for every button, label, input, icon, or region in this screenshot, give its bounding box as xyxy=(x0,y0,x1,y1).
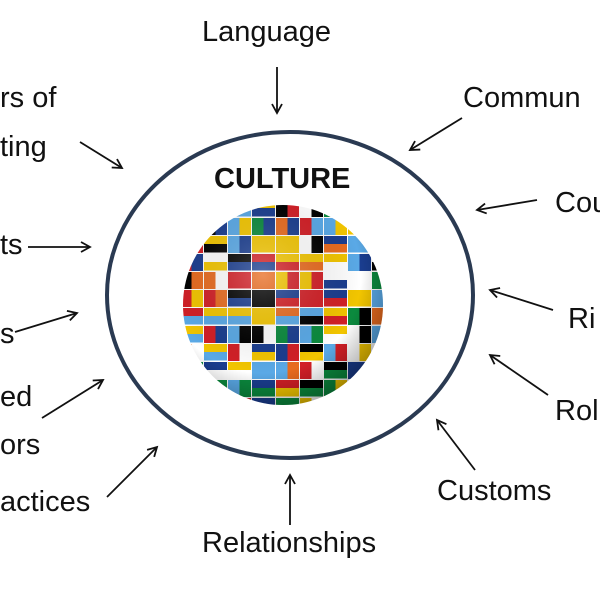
flag-patch xyxy=(348,205,371,209)
label-practices: actices xyxy=(0,486,91,518)
flag-patch xyxy=(372,352,383,361)
flag-patch xyxy=(183,380,192,397)
flag-patch xyxy=(204,205,227,209)
flag-patch xyxy=(372,362,383,371)
arrow-practices xyxy=(106,445,159,498)
label-learned-line1: ed xyxy=(0,381,33,413)
flag-patch xyxy=(183,205,192,217)
flag-patch xyxy=(372,218,383,235)
label-manners-line2: ting xyxy=(0,131,47,163)
arrow-values xyxy=(14,309,79,333)
label-values: s xyxy=(0,318,15,350)
label-courtesy: Cou xyxy=(555,187,600,219)
flag-patch xyxy=(183,254,192,271)
flag-patch xyxy=(252,406,275,415)
flag-patch xyxy=(384,290,396,307)
flag-patch xyxy=(372,344,383,353)
arrow-courtesy xyxy=(475,199,538,215)
label-roles: Rol xyxy=(555,395,599,427)
culture-ring xyxy=(105,130,475,460)
flag-patch xyxy=(191,398,203,405)
flag-patch xyxy=(324,406,347,415)
arrow-customs xyxy=(435,418,476,471)
flag-patch xyxy=(191,362,203,379)
flag-patch xyxy=(324,398,347,405)
flag-patch xyxy=(372,398,383,405)
flag-patch xyxy=(183,236,192,253)
flag-patch xyxy=(191,380,203,397)
flag-patch xyxy=(204,208,227,217)
arrow-rituals xyxy=(488,287,554,311)
label-communication: Commun xyxy=(463,82,581,114)
flag-patch xyxy=(324,205,336,217)
flag-patch xyxy=(348,208,371,217)
label-relationships: Relationships xyxy=(202,527,377,559)
flag-patch xyxy=(183,218,203,227)
label-manners-line1: rs of xyxy=(0,82,57,114)
flag-patch xyxy=(348,398,371,405)
flag-patch xyxy=(372,244,383,253)
flag-patch xyxy=(204,218,216,235)
flag-patch xyxy=(335,205,347,217)
arrow-roles xyxy=(488,353,549,396)
flag-patch xyxy=(311,398,323,405)
flag-patch xyxy=(348,406,371,415)
arrow-communication xyxy=(408,117,463,151)
flag-patch xyxy=(204,398,216,405)
flag-patch xyxy=(384,218,396,235)
flag-patch xyxy=(191,205,203,217)
flag-patch xyxy=(372,236,383,245)
flag-patch xyxy=(372,205,383,209)
label-learned-line2: ors xyxy=(0,429,41,461)
flag-patch xyxy=(183,398,192,405)
flag-patch xyxy=(384,326,396,343)
culture-title: CULTURE xyxy=(214,163,351,195)
flag-patch xyxy=(183,226,203,235)
flag-patch xyxy=(228,205,251,209)
flag-patch xyxy=(372,208,383,217)
arrow-learned xyxy=(41,379,105,419)
flag-patch xyxy=(183,362,192,379)
flag-patch xyxy=(204,388,227,397)
flag-patch xyxy=(372,370,383,379)
flag-patch xyxy=(384,380,396,397)
flag-patch xyxy=(183,344,192,361)
label-customs: Customs xyxy=(437,475,552,507)
flag-patch xyxy=(348,380,371,389)
flag-patch xyxy=(228,398,240,405)
globe-shading xyxy=(183,205,383,405)
flag-patch xyxy=(215,398,227,405)
flag-patch xyxy=(384,398,396,415)
flag-patch xyxy=(348,388,371,397)
flag-patch xyxy=(348,218,371,227)
flag-patch xyxy=(372,254,383,263)
label-thoughts: ts xyxy=(0,229,23,261)
flag-patch xyxy=(384,272,396,289)
arrow-manners xyxy=(79,141,124,169)
label-rituals: Ri xyxy=(568,303,596,335)
flag-patch xyxy=(239,398,251,405)
flag-patch xyxy=(372,380,383,397)
label-language: Language xyxy=(202,16,332,48)
